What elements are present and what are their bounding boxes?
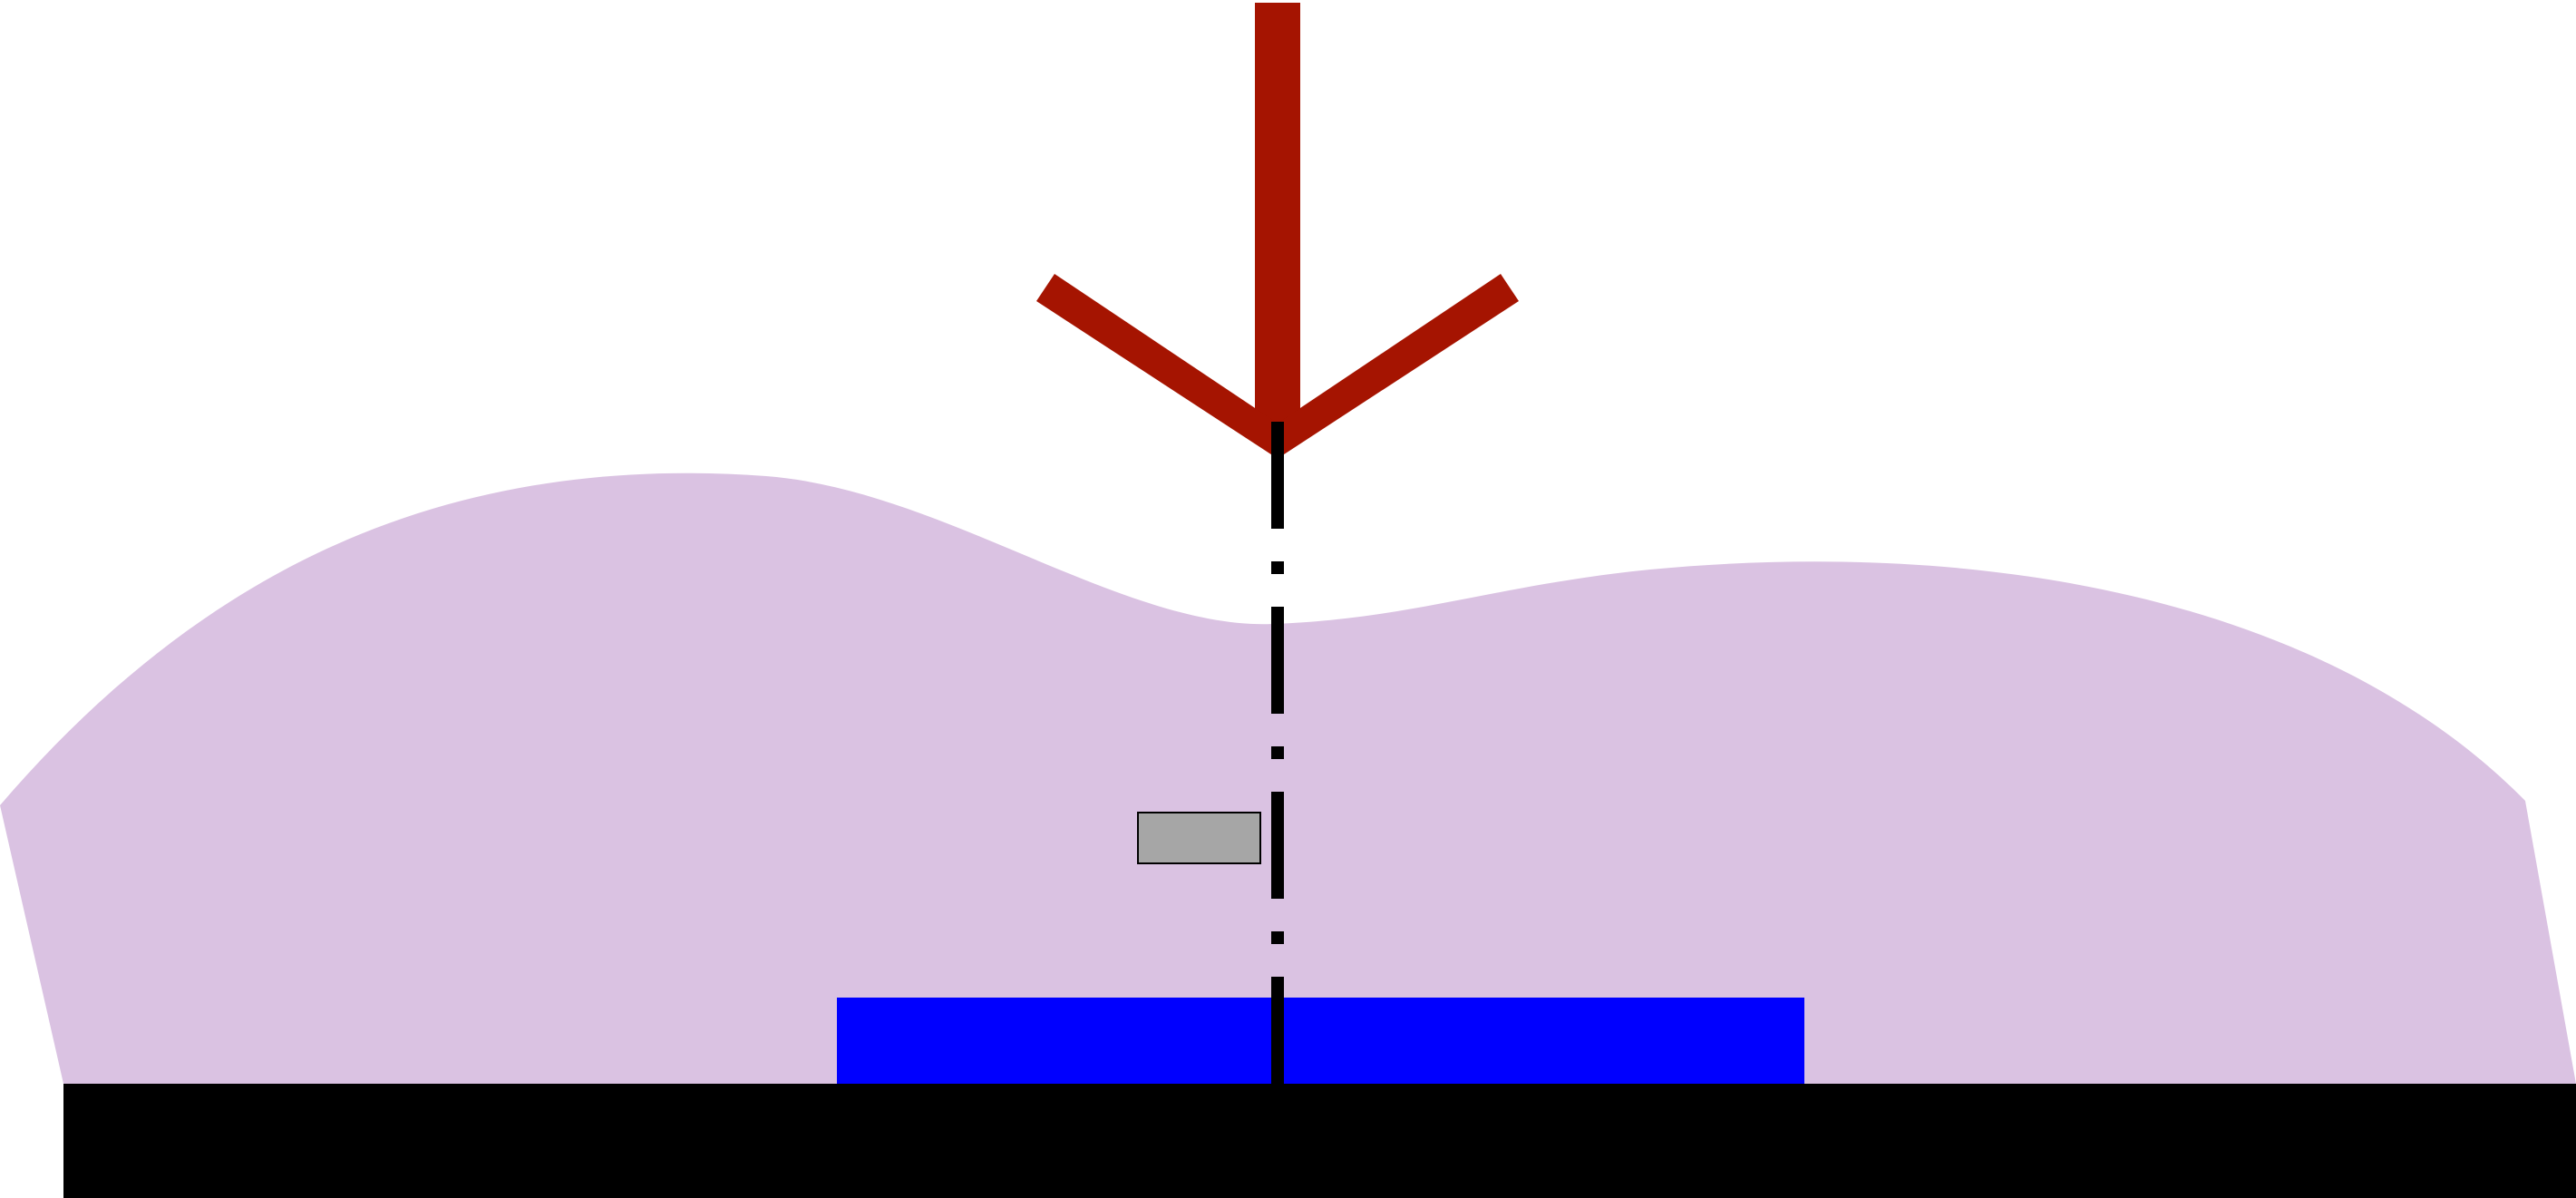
black-base (63, 1084, 2576, 1198)
downward-arrow (1036, 3, 1519, 458)
arrow-shaft (1255, 3, 1300, 429)
gray-marker (1137, 812, 1261, 864)
arrow-head-left-barb (1036, 274, 1277, 458)
blue-layer (837, 998, 1804, 1086)
tissue-region (0, 472, 2576, 1084)
arrow-head-right-barb (1278, 274, 1519, 458)
